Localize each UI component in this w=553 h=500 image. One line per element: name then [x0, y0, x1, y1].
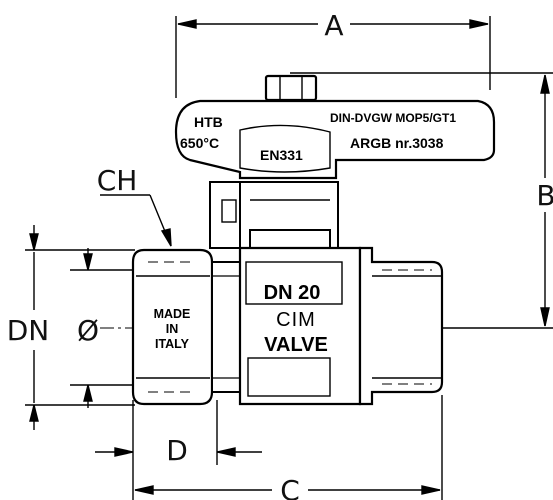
handle	[174, 74, 496, 180]
handle-argb-text: ARGB nr.3038	[350, 135, 444, 151]
body-brand-text: CIM	[276, 309, 316, 331]
dimension-b-label: B	[536, 179, 553, 212]
dimension-d	[95, 400, 262, 465]
stem	[209, 181, 339, 249]
dimension-dn-label: DN	[7, 314, 50, 347]
dimension-dn	[25, 225, 135, 430]
handle-en-text: EN331	[260, 147, 303, 163]
dimension-c-label: C	[280, 474, 300, 500]
right-end-fitting	[358, 246, 444, 406]
dimension-a-label: A	[324, 9, 343, 42]
handle-htb-text: HTB	[194, 114, 223, 130]
dimension-c	[132, 395, 443, 500]
nut-made-text: MADE	[154, 307, 191, 321]
dimension-d-label: D	[166, 434, 188, 467]
dimension-b	[290, 72, 553, 329]
nut-in-text: IN	[166, 322, 179, 336]
dimension-a	[175, 16, 491, 98]
dimension-diameter	[70, 248, 135, 408]
handle-din-text: DIN-DVGW MOP5/GT1	[330, 111, 456, 125]
body-valve-text: VALVE	[264, 334, 328, 356]
handle-temperature-text: 650°C	[180, 135, 219, 151]
body-dn-text: DN 20	[264, 282, 321, 304]
left-hex-nut	[131, 248, 214, 406]
dimension-ch-label: CH	[97, 164, 138, 197]
dimension-ch	[100, 194, 172, 247]
dimension-diameter-label: Ø	[77, 314, 99, 347]
collars	[211, 261, 241, 393]
nut-italy-text: ITALY	[155, 337, 190, 351]
